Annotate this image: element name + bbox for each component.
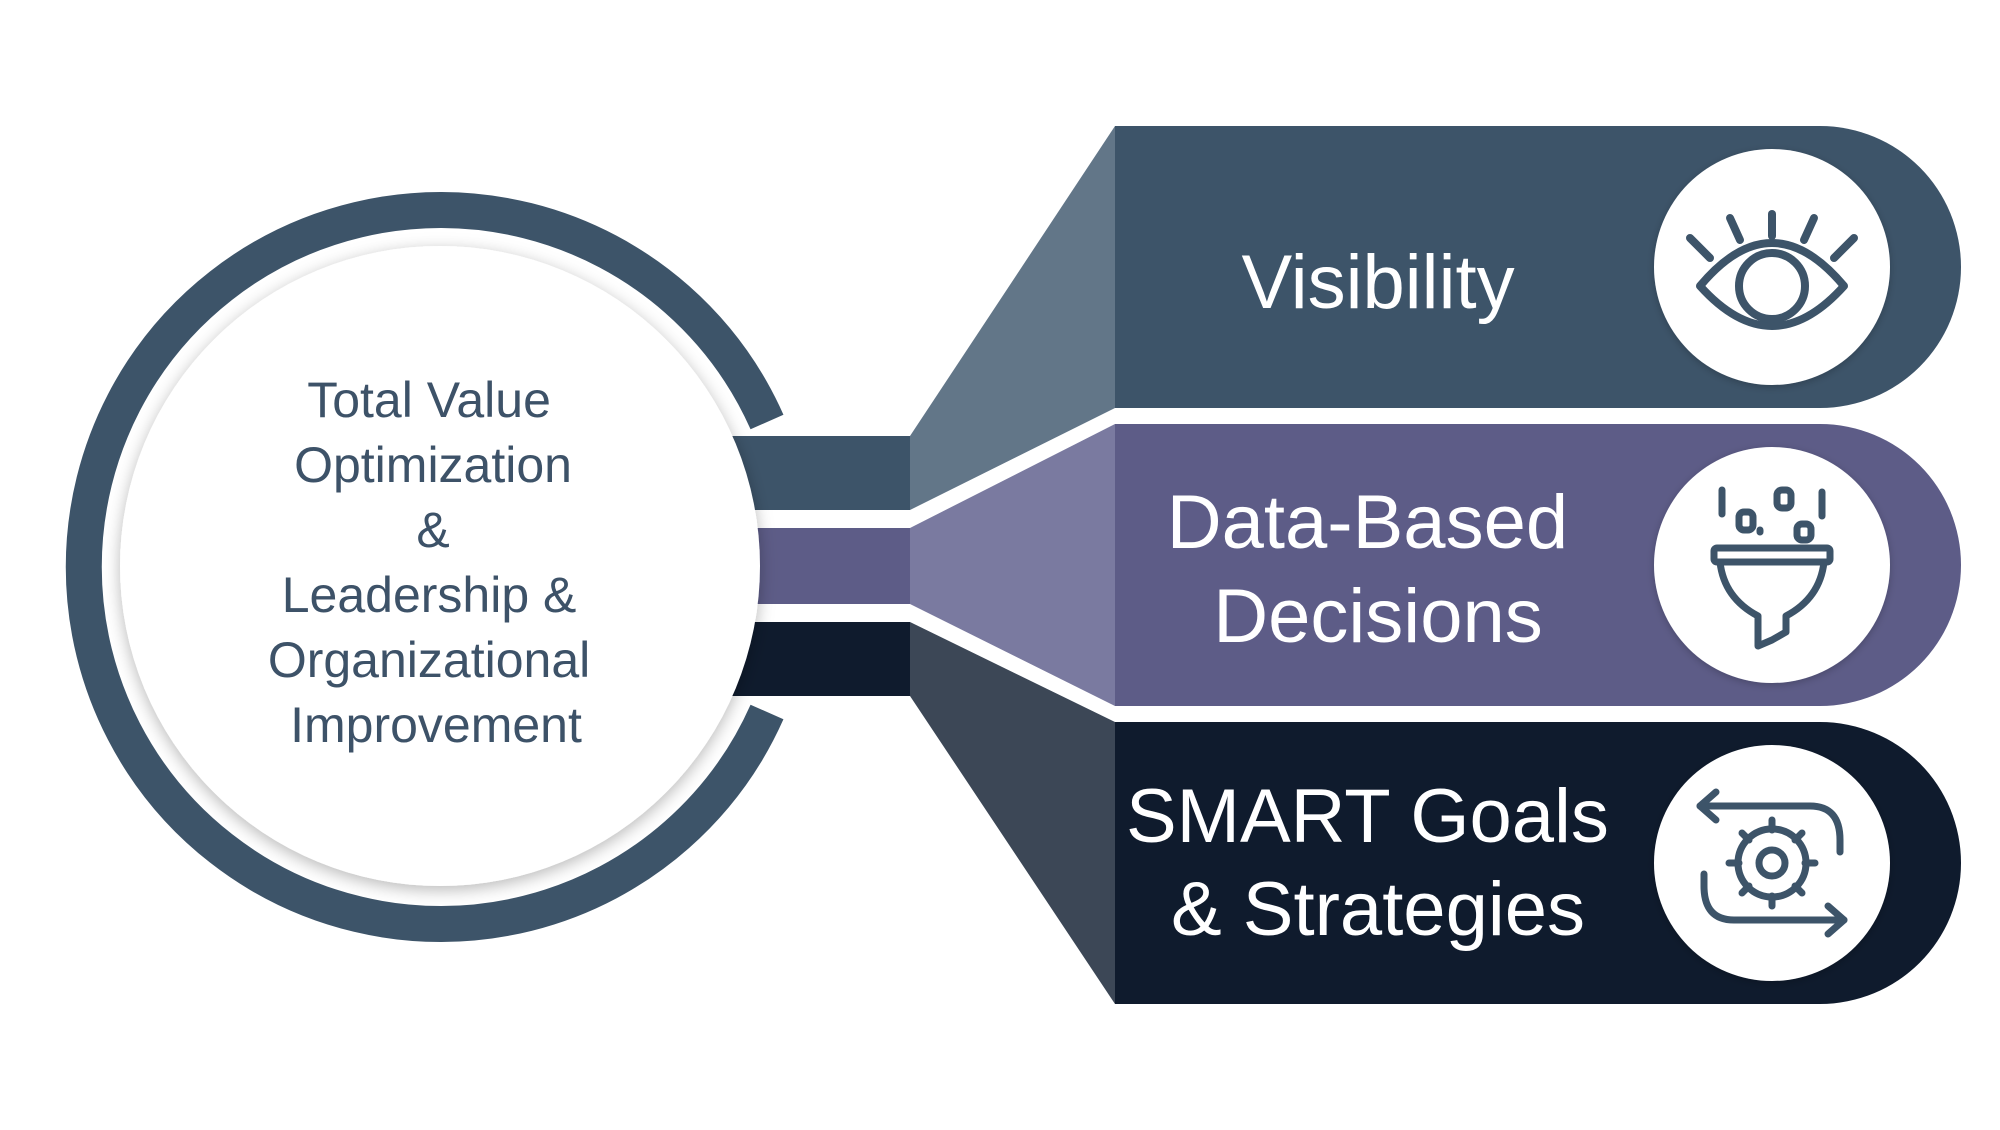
band-smart-label: SMART Goals & Strategies: [1126, 774, 1630, 952]
hub-line-6: Improvement: [290, 697, 582, 753]
band-data-based-line-2: Decisions: [1213, 574, 1542, 659]
band-smart-line-2: & Strategies: [1171, 867, 1585, 952]
hub-line-1: Total Value: [307, 372, 551, 428]
band-data-based-line-1: Data-Based: [1167, 480, 1568, 565]
eye-icon-badge: [1654, 149, 1890, 385]
hub-label: Total Value Optimization & Leadership & …: [268, 372, 604, 753]
hub: Total Value Optimization & Leadership & …: [65, 192, 784, 942]
connector-data-based: [910, 424, 1115, 706]
hub-line-2: Optimization: [294, 437, 572, 493]
connector-smart: [910, 622, 1115, 1004]
band-smart-line-1: SMART Goals: [1126, 774, 1609, 859]
hub-line-4: Leadership &: [282, 567, 577, 623]
eye-icon: [1686, 210, 1858, 330]
band-visibility-label: Visibility: [1241, 240, 1514, 325]
gear-cycle-icon: [1696, 788, 1848, 938]
hub-line-5: Organizational: [268, 632, 590, 688]
band-data-based-label: Data-Based Decisions: [1167, 480, 1589, 659]
gear-cycle-icon-badge: [1654, 745, 1890, 981]
funnel-icon: [1710, 486, 1834, 650]
hub-line-3: &: [416, 502, 449, 558]
band-visibility-line-1: Visibility: [1241, 240, 1514, 325]
connector-visibility: [910, 126, 1115, 510]
hub-ring-top: [65, 192, 784, 942]
funnel-icon-badge: [1654, 447, 1890, 683]
hub-disc: [120, 246, 760, 886]
